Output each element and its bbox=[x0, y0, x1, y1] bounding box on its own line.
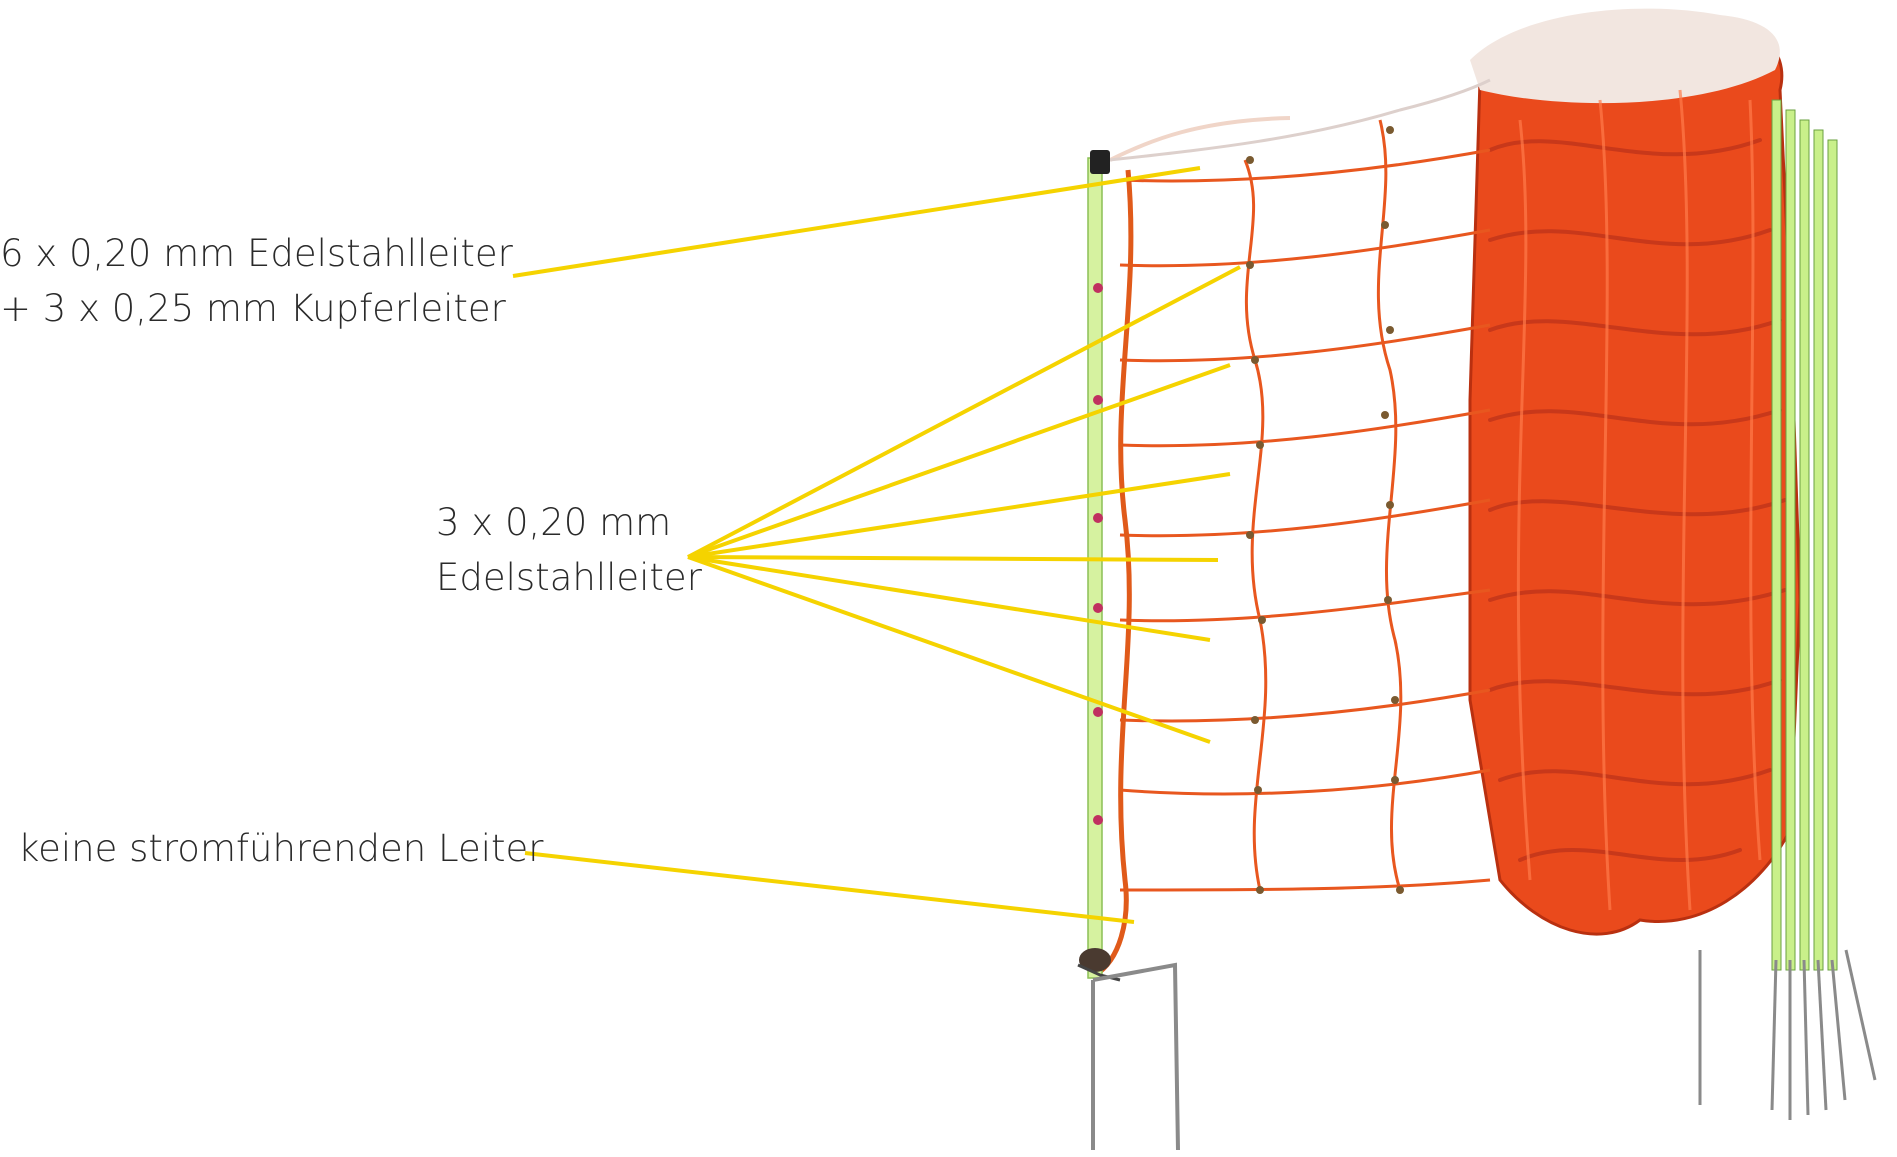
netting-mesh bbox=[1093, 78, 1491, 978]
leader-line-mid-2 bbox=[687, 363, 1231, 559]
leader-line-bottom bbox=[524, 851, 1135, 924]
leader-line-mid-5 bbox=[687, 555, 1211, 642]
leader-line-mid-6 bbox=[687, 555, 1211, 744]
leader-lines bbox=[512, 166, 1241, 924]
leader-line-top bbox=[512, 166, 1201, 278]
leader-line-mid-1 bbox=[687, 265, 1241, 559]
leader-line-mid-3 bbox=[687, 472, 1231, 559]
netting-roll bbox=[1468, 8, 1802, 936]
annotation-middle-label: 3 x 0,20 mm Edelstahlleiter bbox=[436, 495, 702, 605]
post-bundle bbox=[1698, 99, 1877, 1120]
leader-line-mid-4 bbox=[687, 555, 1219, 562]
annotation-bottom-label: keine stromführenden Leiter bbox=[18, 821, 543, 876]
annotation-middle-line1: 3 x 0,20 mm bbox=[436, 501, 672, 544]
annotation-top-line1: 6 x 0,20 mm Edelstahlleiter bbox=[0, 232, 513, 275]
fence-post bbox=[1077, 150, 1180, 1151]
annotation-bottom-line1: keine stromführenden Leiter bbox=[18, 827, 544, 870]
annotation-top-line2: + 3 x 0,25 mm Kupferleiter bbox=[0, 287, 506, 330]
annotation-middle-line2: Edelstahlleiter bbox=[436, 556, 702, 599]
annotation-top-label: 6 x 0,20 mm Edelstahlleiter + 3 x 0,25 m… bbox=[0, 226, 513, 336]
